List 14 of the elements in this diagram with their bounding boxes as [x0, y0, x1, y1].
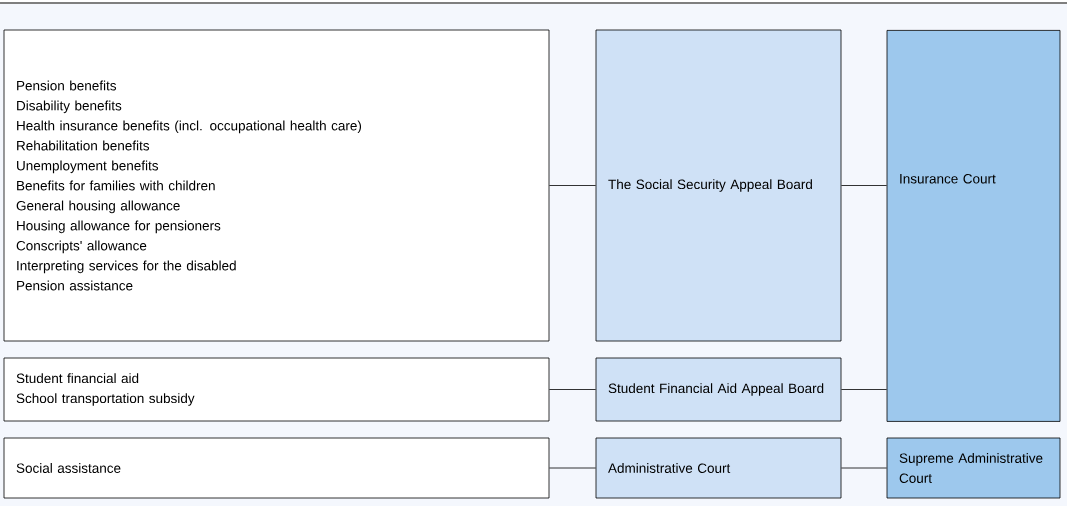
benefit-list-box: Student financial aid School transportation subsidy — [3, 357, 550, 422]
connector-line — [549, 467, 596, 469]
appeal-board-box: Student Financial Aid Appeal Board — [595, 357, 842, 422]
appeal-board-box: The Social Security Appeal Board — [595, 29, 842, 342]
connector-line — [549, 389, 596, 390]
court-box: Insurance Court — [886, 30, 1061, 422]
court-box: Administrative Court — [595, 437, 842, 499]
connector-line — [841, 185, 887, 186]
connector-line — [841, 389, 887, 390]
connector-line — [841, 467, 887, 469]
benefit-list-box: Social assistance — [3, 437, 550, 499]
connector-line — [549, 185, 596, 186]
court-box: Supreme Administrative Court — [886, 437, 1061, 499]
benefit-list-box: Pension benefits Disability benefits Health insurance benefits (incl. occupational health care) Rehabilitation benefits Unemployment benefits Benefits for families with children General housing allowance Housing allowance for pensioners Conscripts' allowance Interpreting services for the disabled Pension assistance — [3, 29, 550, 342]
